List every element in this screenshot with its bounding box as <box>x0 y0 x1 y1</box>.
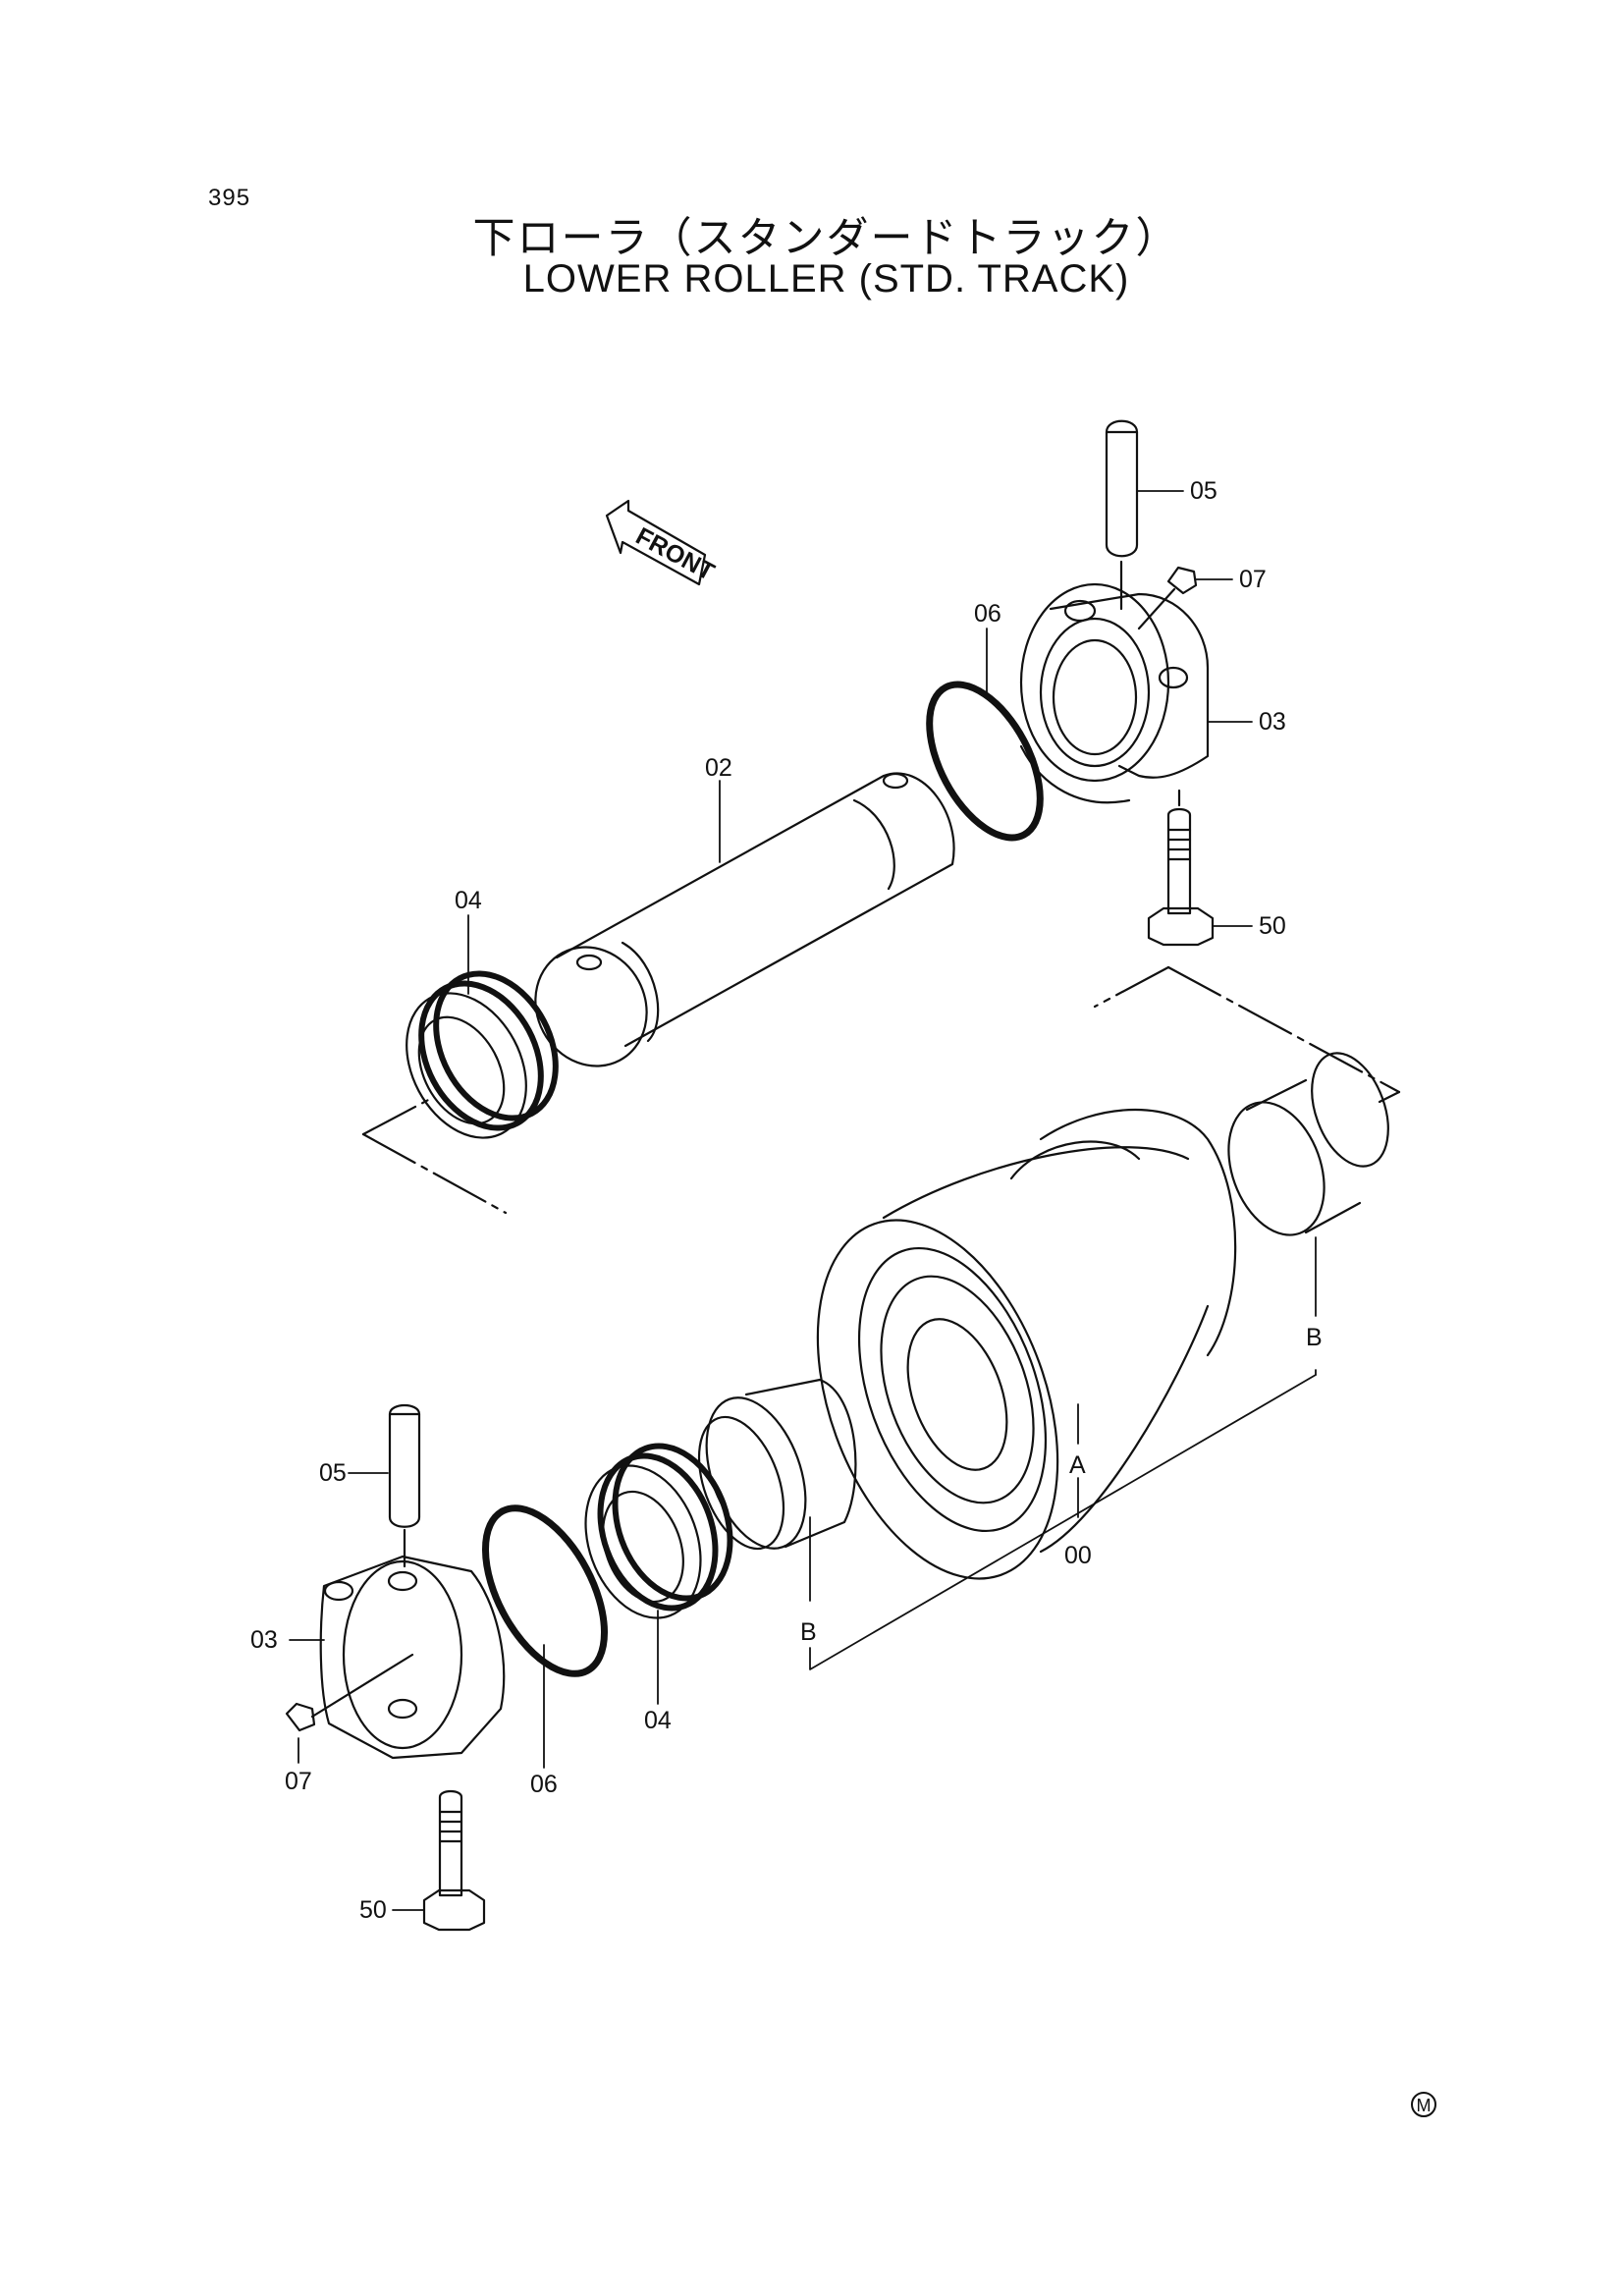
circled-m-letter: M <box>1417 2096 1432 2115</box>
callout-50-lower: 50 <box>359 1896 387 1924</box>
grease-fitting-07-upper <box>1137 566 1198 630</box>
callout-07-upper: 07 <box>1239 566 1267 593</box>
bushing-b-upper <box>1227 1052 1389 1236</box>
seal-04-lower <box>584 1443 733 1619</box>
callout-b-upper: B <box>1306 1324 1323 1351</box>
callout-04-upper: 04 <box>455 887 482 914</box>
title-japanese: 下ローラ（スタンダードトラック） <box>472 214 1180 263</box>
callout-06-lower: 06 <box>530 1771 558 1798</box>
bolt-50-lower <box>422 1789 486 1932</box>
callout-labels: 05 07 06 03 02 50 04 B A 00 05 B 03 04 0… <box>250 477 1323 1924</box>
assembly-frame <box>361 965 1401 1215</box>
title-english: LOWER ROLLER (STD. TRACK) <box>522 257 1130 301</box>
bracket-03-upper <box>1019 582 1210 804</box>
o-ring-06-upper <box>926 681 1044 842</box>
leader-lines <box>289 490 1317 1911</box>
page-number: 395 <box>208 185 251 211</box>
callout-06-upper: 06 <box>974 600 1001 628</box>
callout-00: 00 <box>1064 1542 1092 1569</box>
seal-04-upper <box>406 970 559 1139</box>
circled-m-mark: M <box>1411 2092 1436 2117</box>
shaft-02 <box>534 772 955 1067</box>
callout-b-lower: B <box>800 1618 817 1646</box>
front-arrow: FRONT <box>605 499 719 586</box>
callout-05-lower: 05 <box>319 1459 347 1487</box>
callout-07-lower: 07 <box>285 1768 312 1795</box>
o-ring-06-lower <box>481 1504 609 1677</box>
pin-05-upper <box>1105 419 1139 611</box>
callout-03-upper: 03 <box>1259 708 1286 736</box>
bushing-b-lower <box>697 1378 857 1551</box>
callout-a: A <box>1069 1451 1086 1479</box>
callout-05-upper: 05 <box>1190 477 1217 505</box>
callout-02: 02 <box>705 754 732 782</box>
callout-50-upper: 50 <box>1259 912 1286 940</box>
bracket-03-lower <box>319 1555 506 1760</box>
callout-03-lower: 03 <box>250 1626 278 1654</box>
grease-fitting-07-lower <box>285 1653 414 1732</box>
pin-05-lower <box>388 1403 421 1568</box>
roller-body-00 <box>816 1109 1237 1580</box>
bolt-50-upper <box>1147 789 1215 947</box>
callout-04-lower: 04 <box>644 1707 672 1734</box>
